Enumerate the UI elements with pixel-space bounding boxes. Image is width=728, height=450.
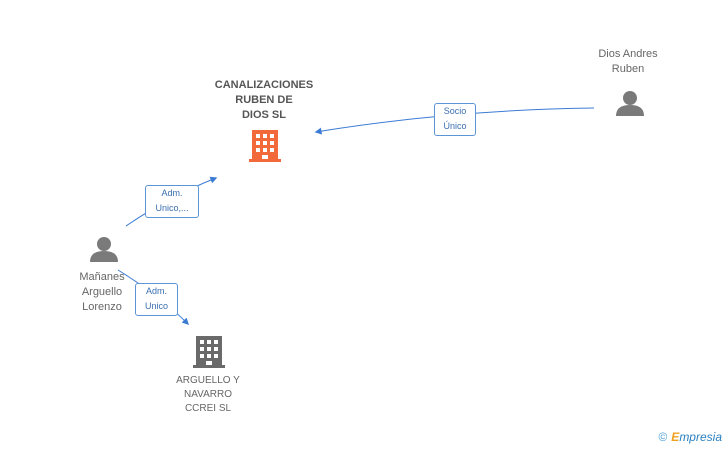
copyright-icon: ©: [658, 430, 668, 444]
relation-box-socio-unico[interactable]: Socio Único: [434, 103, 476, 136]
empresia-logo: ©Empresia: [658, 430, 722, 444]
brand-initial: E: [671, 430, 680, 444]
person-label-mananes-arguello-lorenzo[interactable]: Mañanes Arguello Lorenzo: [79, 271, 125, 313]
person-label-dios-andres-ruben[interactable]: Dios Andres Ruben: [598, 48, 658, 75]
building-icon[interactable]: [193, 336, 225, 368]
brand-name: mpresia: [679, 430, 722, 444]
relation-box-adm-arguello[interactable]: Adm. Unico: [135, 283, 178, 316]
company-label-arguello-navarro[interactable]: ARGUELLO Y NAVARRO CCREI SL: [176, 375, 240, 414]
person-icon[interactable]: [616, 91, 644, 116]
person-icon[interactable]: [90, 237, 118, 262]
company-label-canalizaciones[interactable]: CANALIZACIONES RUBEN DE DIOS SL: [214, 79, 314, 121]
building-icon[interactable]: [249, 130, 281, 162]
relation-box-adm-canalizaciones[interactable]: Adm. Unico,...: [145, 185, 199, 218]
